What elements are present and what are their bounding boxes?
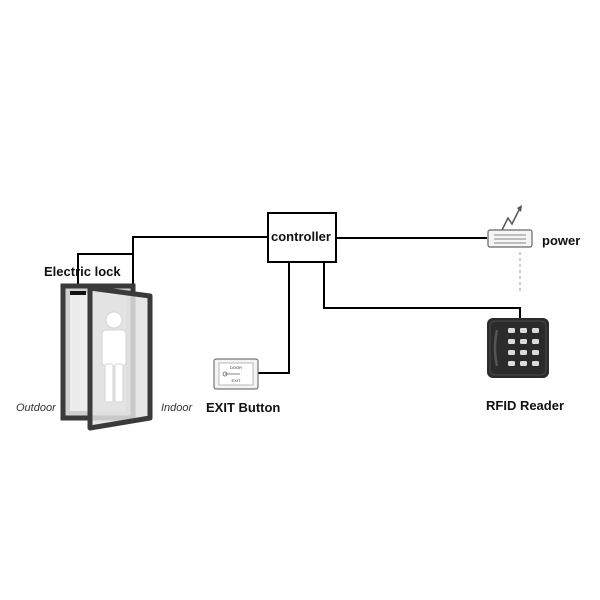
keypad-key bbox=[508, 339, 515, 344]
keypad-key bbox=[520, 361, 527, 366]
power-label: power bbox=[542, 233, 581, 248]
wire-controller-to-exit bbox=[258, 262, 290, 374]
rfid-reader-icon bbox=[487, 318, 549, 378]
keypad-key bbox=[508, 328, 515, 333]
keypad-key bbox=[508, 350, 515, 355]
outdoor-label: Outdoor bbox=[16, 402, 56, 414]
controller-label: controller bbox=[271, 229, 331, 244]
keypad-key bbox=[520, 350, 527, 355]
keypad-key bbox=[520, 328, 527, 333]
keypad-key bbox=[532, 328, 539, 333]
keypad-key bbox=[532, 339, 539, 344]
rfid-reader-label: RFID Reader bbox=[486, 398, 565, 413]
exit-plate-line-1: DOOR bbox=[230, 365, 242, 370]
indoor-label: Indoor bbox=[161, 402, 193, 414]
door-icon bbox=[60, 283, 153, 431]
exit-button-icon: DOOR EXIT bbox=[213, 358, 259, 390]
electric-lock-bar bbox=[70, 291, 86, 295]
controller-box bbox=[267, 212, 337, 263]
keypad-key bbox=[532, 350, 539, 355]
keypad-key bbox=[520, 339, 527, 344]
keypad-key bbox=[532, 361, 539, 366]
wire-controller-to-reader bbox=[323, 262, 521, 318]
wires bbox=[77, 236, 521, 374]
power-icon bbox=[487, 205, 533, 248]
keypad bbox=[508, 328, 539, 366]
keypad-key bbox=[508, 361, 515, 366]
electric-lock-label: Electric lock bbox=[44, 264, 121, 279]
exit-plate-line-2: EXIT bbox=[232, 378, 241, 383]
exit-button-label: EXIT Button bbox=[206, 400, 281, 415]
person-icon bbox=[101, 311, 127, 403]
